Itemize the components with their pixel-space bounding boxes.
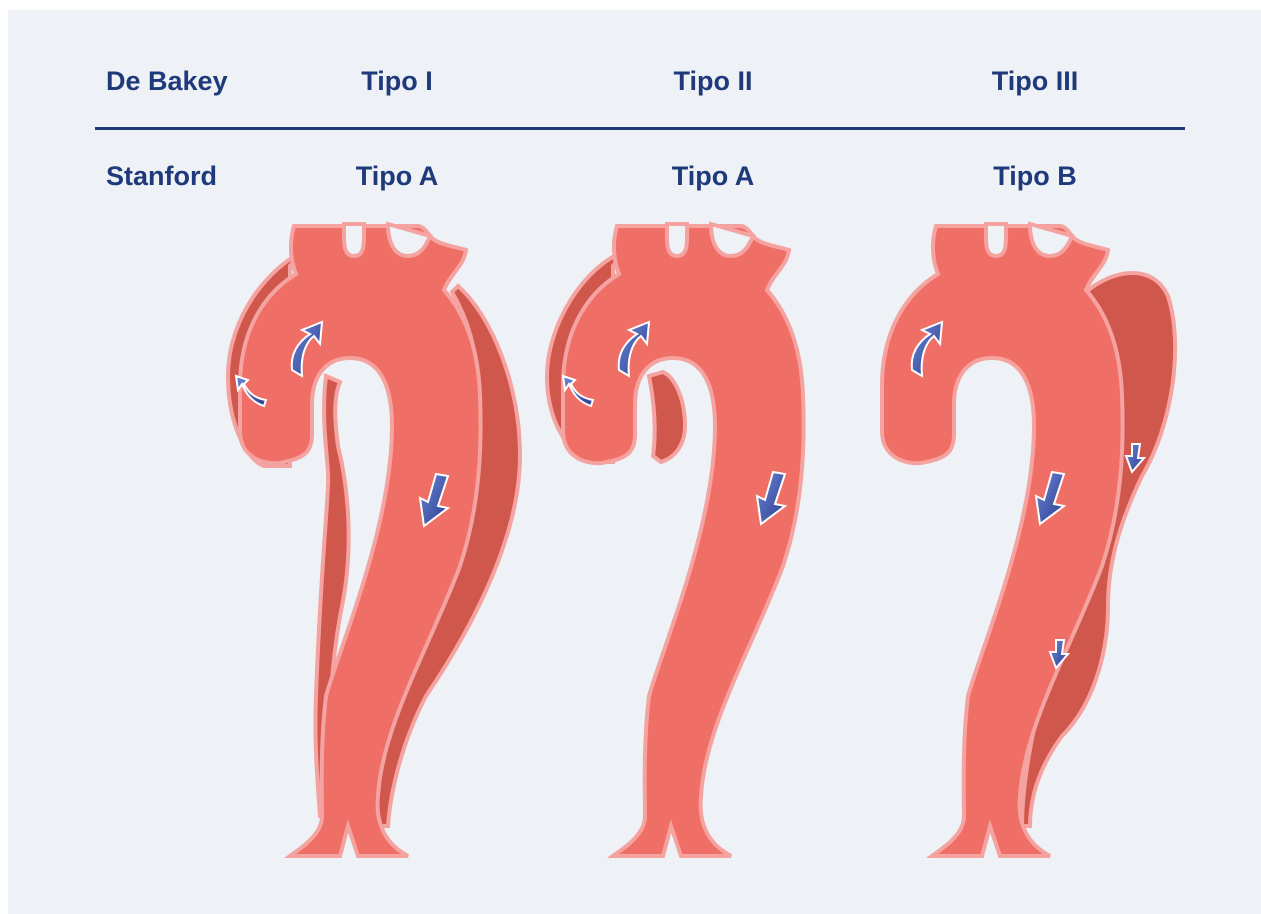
aorta-type-3 bbox=[882, 224, 1175, 856]
false-lumen-inner-type-2 bbox=[649, 372, 685, 462]
aorta-type-1 bbox=[228, 224, 520, 856]
aorta-type-2 bbox=[547, 224, 804, 856]
